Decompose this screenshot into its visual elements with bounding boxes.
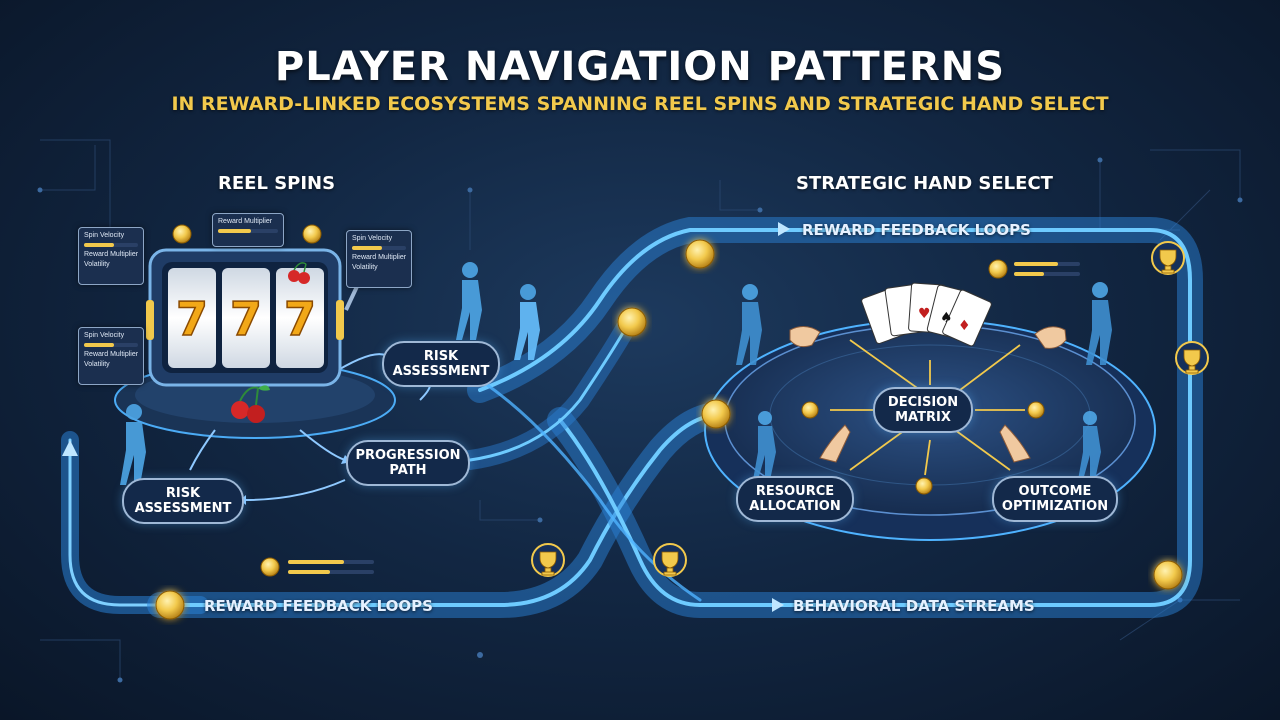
stat-panel-c: Spin Velocity Reward Multiplier Volatili… (346, 230, 412, 288)
decision-arrows (830, 339, 1025, 476)
stat-panel-a: Spin Velocity Reward Multiplier Volatili… (78, 227, 144, 285)
node-outcome-optimization: OUTCOME OPTIMIZATION (992, 476, 1118, 522)
slot-machine-icon (146, 248, 367, 387)
node-risk-assessment-upper: RISK ASSESSMENT (382, 341, 500, 387)
reel-1-symbol: 7 (176, 292, 208, 346)
hand-icon (789, 326, 1067, 463)
node-risk-assessment-lower: RISK ASSESSMENT (122, 478, 244, 524)
node-decision-matrix: DECISION MATRIX (873, 387, 973, 433)
section-strategic-hand-select: STRATEGIC HAND SELECT (796, 173, 1053, 194)
flow-arrows (62, 222, 790, 612)
flow-label-reward-top: REWARD FEEDBACK LOOPS (802, 221, 1031, 239)
page-title: PLAYER NAVIGATION PATTERNS (274, 44, 1006, 90)
stat-panel-b: Reward Multiplier (212, 213, 284, 247)
coin-meter (288, 262, 1080, 574)
playing-cards-icon: ♥ ♠ ♦ (861, 282, 992, 347)
reel-3-symbol: 7 (284, 292, 316, 346)
coin-icon (155, 224, 1183, 620)
flow-paths (61, 217, 1203, 618)
stat-panel-d: Spin Velocity Reward Multiplier Volatili… (78, 327, 144, 385)
svg-text:♦: ♦ (958, 318, 971, 334)
reel-cherry-icon (288, 262, 310, 284)
slot-connectors (189, 353, 431, 501)
cherry-icon (231, 385, 270, 423)
trophy-icon (531, 241, 1209, 577)
reel-2-symbol: 7 (230, 292, 262, 346)
page-subtitle: IN REWARD-LINKED ECOSYSTEMS SPANNING REE… (171, 93, 1109, 115)
flow-label-reward-bottom: REWARD FEEDBACK LOOPS (204, 597, 433, 615)
flow-label-behavioral: BEHAVIORAL DATA STREAMS (793, 597, 1035, 615)
svg-text:♥: ♥ (918, 306, 931, 322)
player-figure-icon (120, 262, 1112, 485)
section-reel-spins: REEL SPINS (218, 173, 336, 194)
node-progression-path: PROGRESSION PATH (346, 440, 470, 486)
svg-text:♠: ♠ (940, 310, 953, 326)
node-resource-allocation: RESOURCE ALLOCATION (736, 476, 854, 522)
